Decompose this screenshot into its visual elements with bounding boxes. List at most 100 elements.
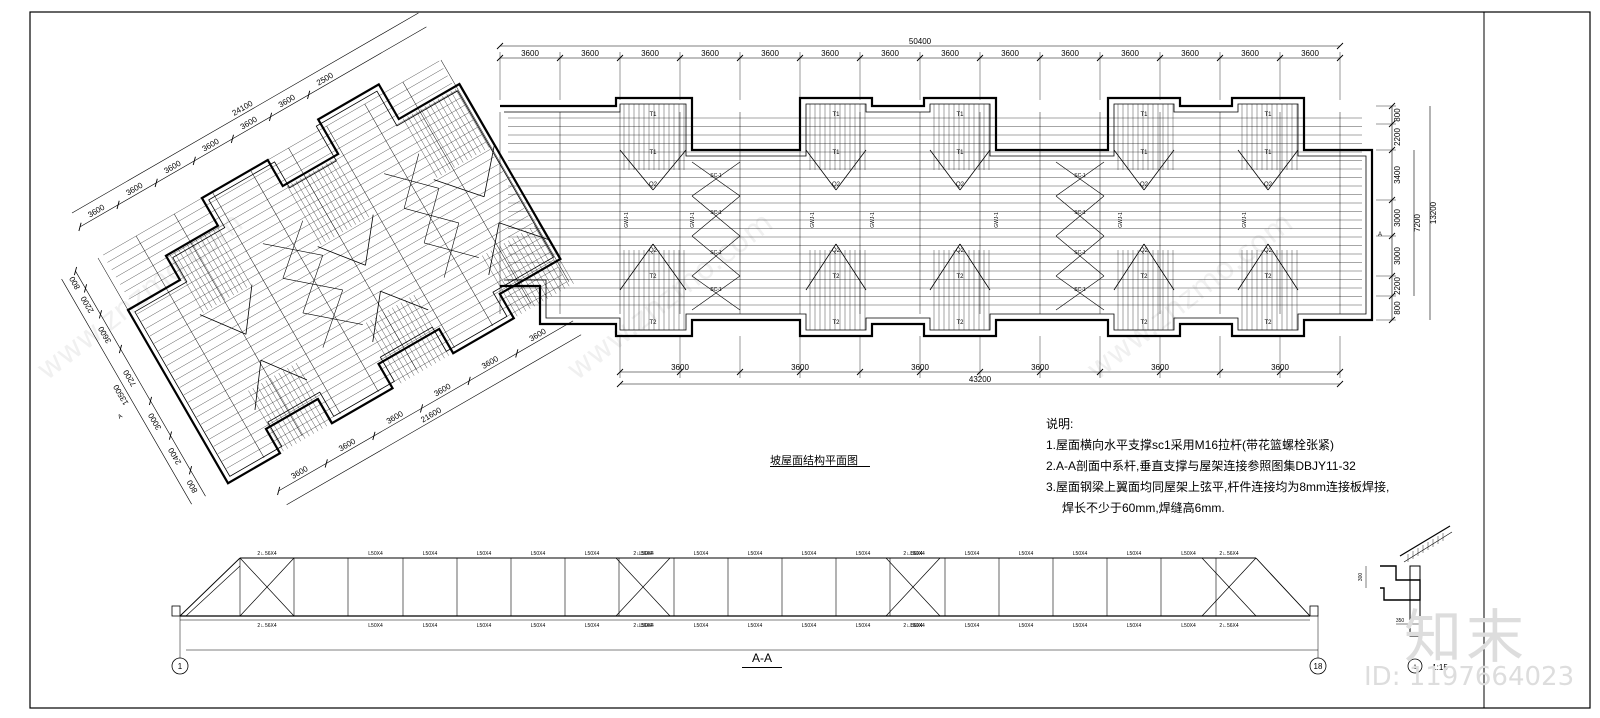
top-dim-tick: [1156, 54, 1164, 62]
bottom-dim-tick: [1156, 368, 1164, 376]
left-dormer-rafter: [330, 160, 365, 220]
section-top-chord-label: L50X4: [639, 551, 654, 557]
left-dormer-rafter: [450, 91, 486, 151]
left-dormer-rafter: [437, 98, 473, 158]
truss-tag-t2: T2: [832, 274, 840, 280]
top-dim-tick: [1216, 54, 1224, 62]
top-dim-tick: [496, 54, 504, 62]
section-x-brace: [239, 557, 295, 617]
left-bottom-tick: [372, 431, 376, 441]
left-dormer-rafter: [403, 118, 438, 178]
left-purlin: [107, 68, 444, 263]
section-brace-label-top: 2∟56X4: [1219, 551, 1239, 557]
section-axis-right: 18: [1314, 662, 1323, 671]
left-bottom-dim: 3600: [290, 464, 310, 481]
left-truss: [212, 191, 341, 414]
bottom-dim-tick: [1276, 368, 1284, 376]
left-dormer-rafter: [282, 370, 319, 432]
left-dormer-rafter: [173, 251, 208, 311]
left-bottom-tick: [515, 349, 519, 358]
left-dormer-rafter: [459, 86, 494, 146]
hip-line: [1143, 149, 1175, 191]
truss-tag-t2: T2: [832, 320, 840, 326]
bottom-bay-dim: 3600: [791, 363, 809, 372]
section-brace-label-bottom: 2∟56X4: [633, 623, 653, 629]
section-bottom-chord-label: L50X4: [639, 623, 654, 629]
left-purlin: [183, 200, 521, 396]
left-dormer-rafter: [295, 363, 332, 424]
truss-tag-t1: T1: [1140, 112, 1148, 118]
brace-tag-sc1: SC-1: [1074, 210, 1086, 216]
left-top-overall-dim: 24100: [231, 99, 255, 118]
drawing-frame: [29, 11, 1591, 709]
hip-line: [805, 149, 837, 191]
hip-line: [1237, 243, 1269, 291]
truss-tag-q2: Q2: [1140, 248, 1149, 254]
brace-tag-sc1: SC-1: [710, 210, 722, 216]
bottom-bay-dim: 3600: [1271, 363, 1289, 372]
left-dormer-rafter: [295, 180, 330, 240]
truss-tag-t2: T2: [1264, 274, 1272, 280]
hip-line: [1267, 149, 1299, 191]
detail-column: [1409, 565, 1421, 637]
bottom-bay-dim: 3600: [671, 363, 689, 372]
truss-tag-t1: T1: [956, 112, 964, 118]
top-dim-tick: [1276, 54, 1284, 62]
top-dim-tick: [676, 54, 684, 62]
left-side-dim: 2400: [166, 446, 183, 466]
left-dormer-rafter: [379, 315, 415, 376]
hip-line: [1143, 243, 1175, 291]
section-bottom-chord-label: L50X4: [531, 623, 546, 629]
top-dim-tick: [796, 54, 804, 62]
left-dormer-rafter: [203, 233, 239, 293]
left-dormer-rafter: [208, 231, 243, 291]
top-overall-tick: [496, 42, 504, 50]
left-top-tick: [116, 200, 120, 210]
section-axis-right-circle: [1309, 657, 1327, 675]
truss-tag-t2: T2: [1264, 320, 1272, 326]
left-bottom-tick: [420, 404, 424, 413]
left-side-dim: 800: [185, 478, 200, 495]
left-hip: [488, 222, 500, 275]
section-support: [171, 605, 181, 617]
right-dim-tick: [1388, 292, 1396, 300]
left-dormer-rafter: [516, 235, 553, 297]
top-bay-dim: 3600: [1181, 49, 1199, 58]
detail-dim-b: 350: [1396, 618, 1405, 624]
left-top-dim-line: [79, 26, 427, 228]
left-purlin: [154, 149, 491, 344]
left-dormer-rafter: [416, 111, 451, 171]
left-dormer-rafter: [252, 388, 288, 449]
plan-title-underline: [770, 466, 870, 467]
left-dormer-rafter: [409, 297, 445, 359]
left-hip: [317, 246, 366, 266]
detail-callout-circle: [1407, 658, 1423, 674]
left-top-dim: 3600: [239, 114, 259, 131]
left-dormer-rafter: [512, 238, 548, 299]
left-dormer-rafter: [433, 101, 468, 161]
notes-block: 说明: 1.屋面横向水平支撑sc1采用M16拉杆(带花篮螺栓张紧) 2.A-A剖…: [1046, 414, 1389, 519]
left-purlin: [103, 60, 440, 256]
left-purlin: [111, 75, 448, 270]
left-dormer-rafter: [287, 368, 323, 429]
left-dormer-rafter: [256, 385, 293, 447]
left-dormer-rafter: [508, 240, 544, 302]
right-dim-tick: [1388, 102, 1396, 110]
truss-tag-t2: T2: [956, 274, 964, 280]
left-purlin: [188, 208, 525, 403]
top-dim-tick: [616, 54, 624, 62]
left-hip: [245, 284, 253, 335]
right-side-dim: 3000: [1393, 209, 1402, 227]
left-truss: [250, 169, 379, 392]
left-side-overall-dim: 13500: [111, 383, 130, 407]
truss-tag-t2: T2: [1140, 274, 1148, 280]
left-side-tick: [148, 396, 153, 406]
hip-line: [805, 243, 837, 291]
truss-tag-t1: T1: [956, 150, 964, 156]
left-top-tick: [268, 112, 273, 122]
left-top-overall-line: [71, 12, 419, 214]
left-purlin: [196, 222, 533, 418]
brace-tag-sc1: SC-1: [710, 250, 722, 256]
hip-line: [1113, 243, 1145, 291]
left-dormer-rafter: [529, 228, 566, 289]
